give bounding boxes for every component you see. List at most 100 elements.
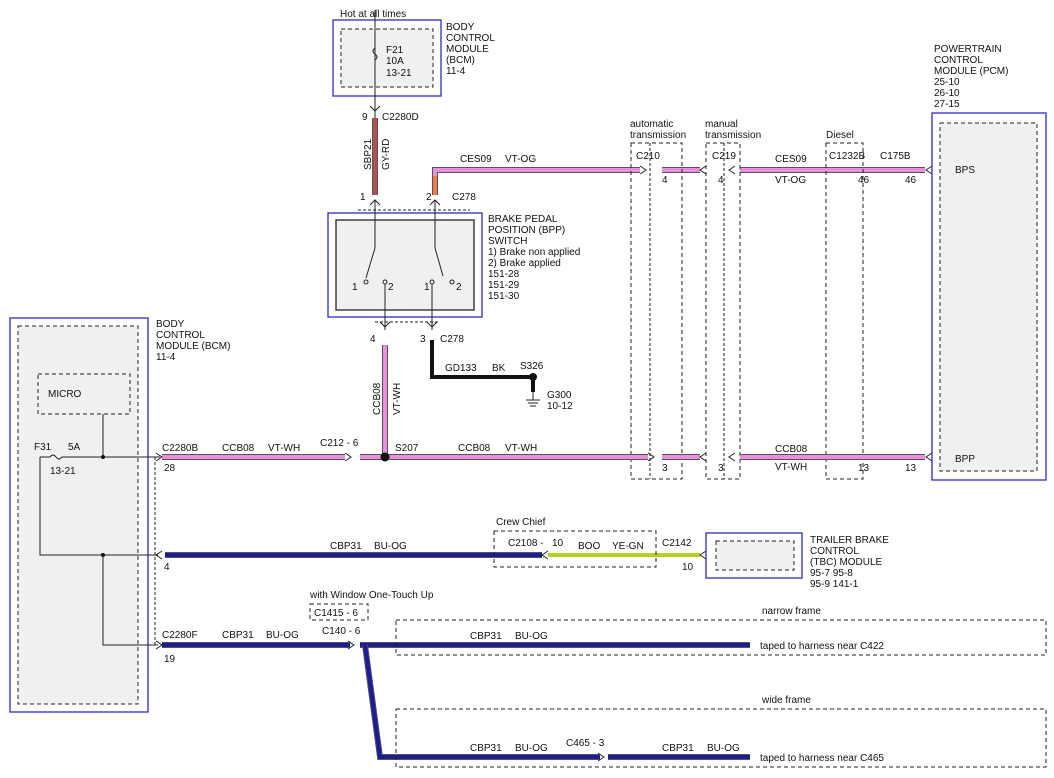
micro-label: MICRO <box>48 389 82 400</box>
c212-label: C212 - 6 <box>320 438 359 449</box>
bpp-name-3: SWITCH <box>488 236 527 247</box>
c219-pin3: 3 <box>718 463 724 474</box>
top-bcm-pin: 9 <box>362 112 368 123</box>
wide-frame-label: wide frame <box>761 695 811 706</box>
c2280f-color: BU-OG <box>266 630 299 641</box>
top-bcm-name-1: BODY <box>446 22 475 33</box>
c1232b-label: C1232B <box>829 151 865 162</box>
c219-label: C219 <box>712 151 736 162</box>
fuse-f31-label: F31 <box>34 442 52 453</box>
c210-pin4: 4 <box>662 175 668 186</box>
c219-pin4: 4 <box>718 175 724 186</box>
fuse-f31-ref: 13-21 <box>50 466 76 477</box>
c2280f-conn: C2280F <box>162 630 198 641</box>
narrow-frame-option: narrow frame CBP31 BU-OG taped to harnes… <box>395 606 1047 656</box>
wide-circuit-2: CBP31 <box>662 743 694 754</box>
splice-s326 <box>529 373 537 381</box>
left-bcm-name-2: CONTROL <box>156 330 205 341</box>
ces09-circuit: CES09 <box>460 154 492 165</box>
pcm-name-4: 25-10 <box>934 77 960 88</box>
bpp-pin2: 2 <box>426 192 432 203</box>
auto-trans-label-2: transmission <box>630 130 686 141</box>
c2280f-pin: 19 <box>164 654 176 665</box>
tbc-name-3: (TBC) MODULE <box>810 557 883 568</box>
fuse-f21-symbol <box>372 47 378 61</box>
c2142-label: C2142 <box>662 538 692 549</box>
fuse-f31-amp: 5A <box>68 442 81 453</box>
fuse-f21-amp: 10A <box>386 56 404 67</box>
fuse-f21-label: F21 <box>386 45 404 56</box>
bpp-out3: 3 <box>420 334 426 345</box>
c175b-label: C175B <box>880 151 911 162</box>
c2108-pin: 10 <box>552 538 564 549</box>
hot-at-all-times-label: Hot at all times <box>340 9 406 20</box>
left-bcm-name-1: BODY <box>156 319 185 330</box>
ccb08-circuit-2: CCB08 <box>458 443 491 454</box>
bpp-out4: 4 <box>370 334 376 345</box>
left-bcm-name-3: MODULE (BCM) <box>156 341 230 352</box>
cbp31-circuit: CBP31 <box>330 541 362 552</box>
diesel-label: Diesel <box>826 130 854 141</box>
top-bcm-name-4: (BCM) <box>446 55 475 66</box>
cbp31-color: BU-OG <box>374 541 407 552</box>
top-bcm-connector: C2280D <box>382 112 419 123</box>
ccb08b-circuit: CCB08 <box>775 444 808 455</box>
crew-chief-label: Crew Chief <box>496 517 546 528</box>
ground-ref: 10-12 <box>547 401 573 412</box>
pcm-module: POWERTRAIN CONTROL MODULE (PCM) 25-10 26… <box>905 44 1047 481</box>
c1232b-pin46: 46 <box>858 175 870 186</box>
narrow-frame-label: narrow frame <box>762 606 821 617</box>
pcm-pin46: 46 <box>905 175 917 186</box>
pcm-name-2: CONTROL <box>934 55 983 66</box>
c2280f-circuit: CBP31 <box>222 630 254 641</box>
manual-trans-label-1: manual <box>705 119 738 130</box>
bpp-name-2: POSITION (BPP) <box>488 225 565 236</box>
ccb08-vertical-wire: CCB08 VT-WH <box>372 345 403 457</box>
c140-label: C140 - 6 <box>322 626 361 637</box>
narrow-color: BU-OG <box>515 631 548 642</box>
ccb08-row: C2280B 28 CCB08 VT-WH C212 - 6 S207 CCB0… <box>155 438 933 474</box>
tbc-name-5: 95-9 141-1 <box>810 579 859 590</box>
c2280f-row: C2280F 19 CBP31 BU-OG with Window One-To… <box>155 590 750 762</box>
auto-trans-label-1: automatic <box>630 119 673 130</box>
ccb08-vert-color: VT-WH <box>392 383 403 415</box>
ccb08b-color: VT-WH <box>775 462 807 473</box>
bpp-name-8: 151-30 <box>488 291 520 302</box>
c1232b-pin13: 13 <box>858 463 870 474</box>
fuse-f31-symbol <box>40 454 160 460</box>
gd133-circuit: GD133 <box>445 363 477 374</box>
wide-circuit: CBP31 <box>470 743 502 754</box>
gd133-splice: S326 <box>520 361 544 372</box>
window-option-label: with Window One-Touch Up <box>309 590 434 601</box>
c465-label: C465 - 3 <box>566 738 605 749</box>
sbp21-color: GY-RD <box>381 139 392 170</box>
sbp21-circuit: SBP21 <box>363 138 374 170</box>
ccb08-vert-circuit: CCB08 <box>372 382 383 415</box>
crew-chief-box <box>493 530 657 568</box>
top-bcm-name-5: 11-4 <box>446 66 466 77</box>
ground-g300: G300 <box>547 390 572 401</box>
c210-pin3: 3 <box>662 463 668 474</box>
tbc-name-2: CONTROL <box>810 546 859 557</box>
tbc-module <box>705 532 803 579</box>
wide-taped: taped to harness near C465 <box>760 753 884 764</box>
pcm-name-6: 27-15 <box>934 99 960 110</box>
cbp31-tbc-row: CBP31 BU-OG 4 Crew Chief C2108 - 10 BOO … <box>155 517 889 590</box>
top-bcm-name-3: MODULE <box>446 44 489 55</box>
ces09-wire: CES09 VT-OG <box>432 154 933 195</box>
bpp-pin1: 1 <box>360 192 366 203</box>
pcm-name-1: POWERTRAIN <box>934 44 1002 55</box>
bpp-sw2a: 1 <box>424 282 430 293</box>
splice-s207 <box>380 452 390 462</box>
ccb08-color-2: VT-WH <box>505 443 537 454</box>
bpp-switch: 1 2 C278 1 2 1 2 BRAKE PEDAL POSITION (B… <box>327 192 580 345</box>
wide-color-2: BU-OG <box>707 743 740 754</box>
manual-trans-label-2: transmission <box>705 130 761 141</box>
boo-circuit: BOO <box>578 541 600 552</box>
bpp-c278: C278 <box>452 192 476 203</box>
cbp31-pin: 4 <box>164 562 170 573</box>
tbc-name-4: 95-7 95-8 <box>810 568 853 579</box>
bpp-name-5: 2) Brake applied <box>488 258 561 269</box>
ccb08-circuit: CCB08 <box>222 443 255 454</box>
ces09b-color: VT-OG <box>775 175 806 186</box>
